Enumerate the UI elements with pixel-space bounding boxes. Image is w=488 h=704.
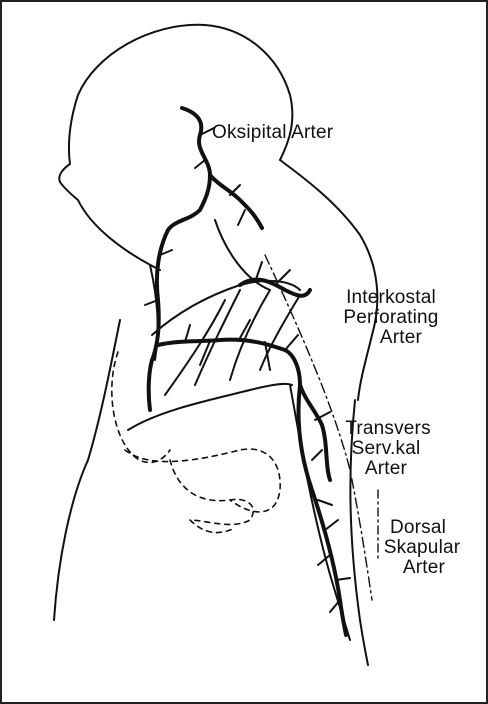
branch-4	[238, 210, 245, 225]
label-transvers-arter: Arter	[316, 458, 456, 480]
muscle-line-4	[230, 290, 270, 380]
artery-main-neck	[149, 230, 168, 410]
label-dorsal-arter: Arter	[364, 557, 484, 579]
branch-11	[285, 335, 298, 350]
label-servikal: Serv.kal	[316, 438, 456, 460]
artery-occipital-branch	[210, 175, 262, 228]
label-oksipital-arter: Oksipital Arter	[212, 122, 333, 144]
artery-occipital	[168, 108, 210, 230]
label-dorsal: Dorsal	[358, 517, 478, 539]
dotted-region-1	[112, 352, 170, 463]
label-interkostal: Interkostal	[316, 287, 466, 309]
branch-15	[325, 520, 338, 530]
dotted-region-2	[125, 449, 280, 512]
trapezius-line	[152, 281, 300, 335]
label-transvers: Transvers	[318, 418, 458, 440]
head-outline	[59, 25, 292, 270]
shoulder-contour	[128, 384, 292, 430]
label-perforating: Perforating	[316, 307, 466, 329]
muscle-line-2	[165, 300, 225, 395]
branch-2	[195, 160, 205, 168]
artery-transverse	[158, 340, 300, 385]
front-outline	[54, 320, 120, 620]
label-skapular: Skapular	[362, 537, 482, 559]
dotted-region-3	[170, 460, 253, 524]
dotted-region-4	[190, 520, 235, 533]
branch-16	[318, 555, 330, 565]
label-interkostal-arter: Arter	[326, 327, 476, 349]
branch-14	[318, 500, 332, 505]
